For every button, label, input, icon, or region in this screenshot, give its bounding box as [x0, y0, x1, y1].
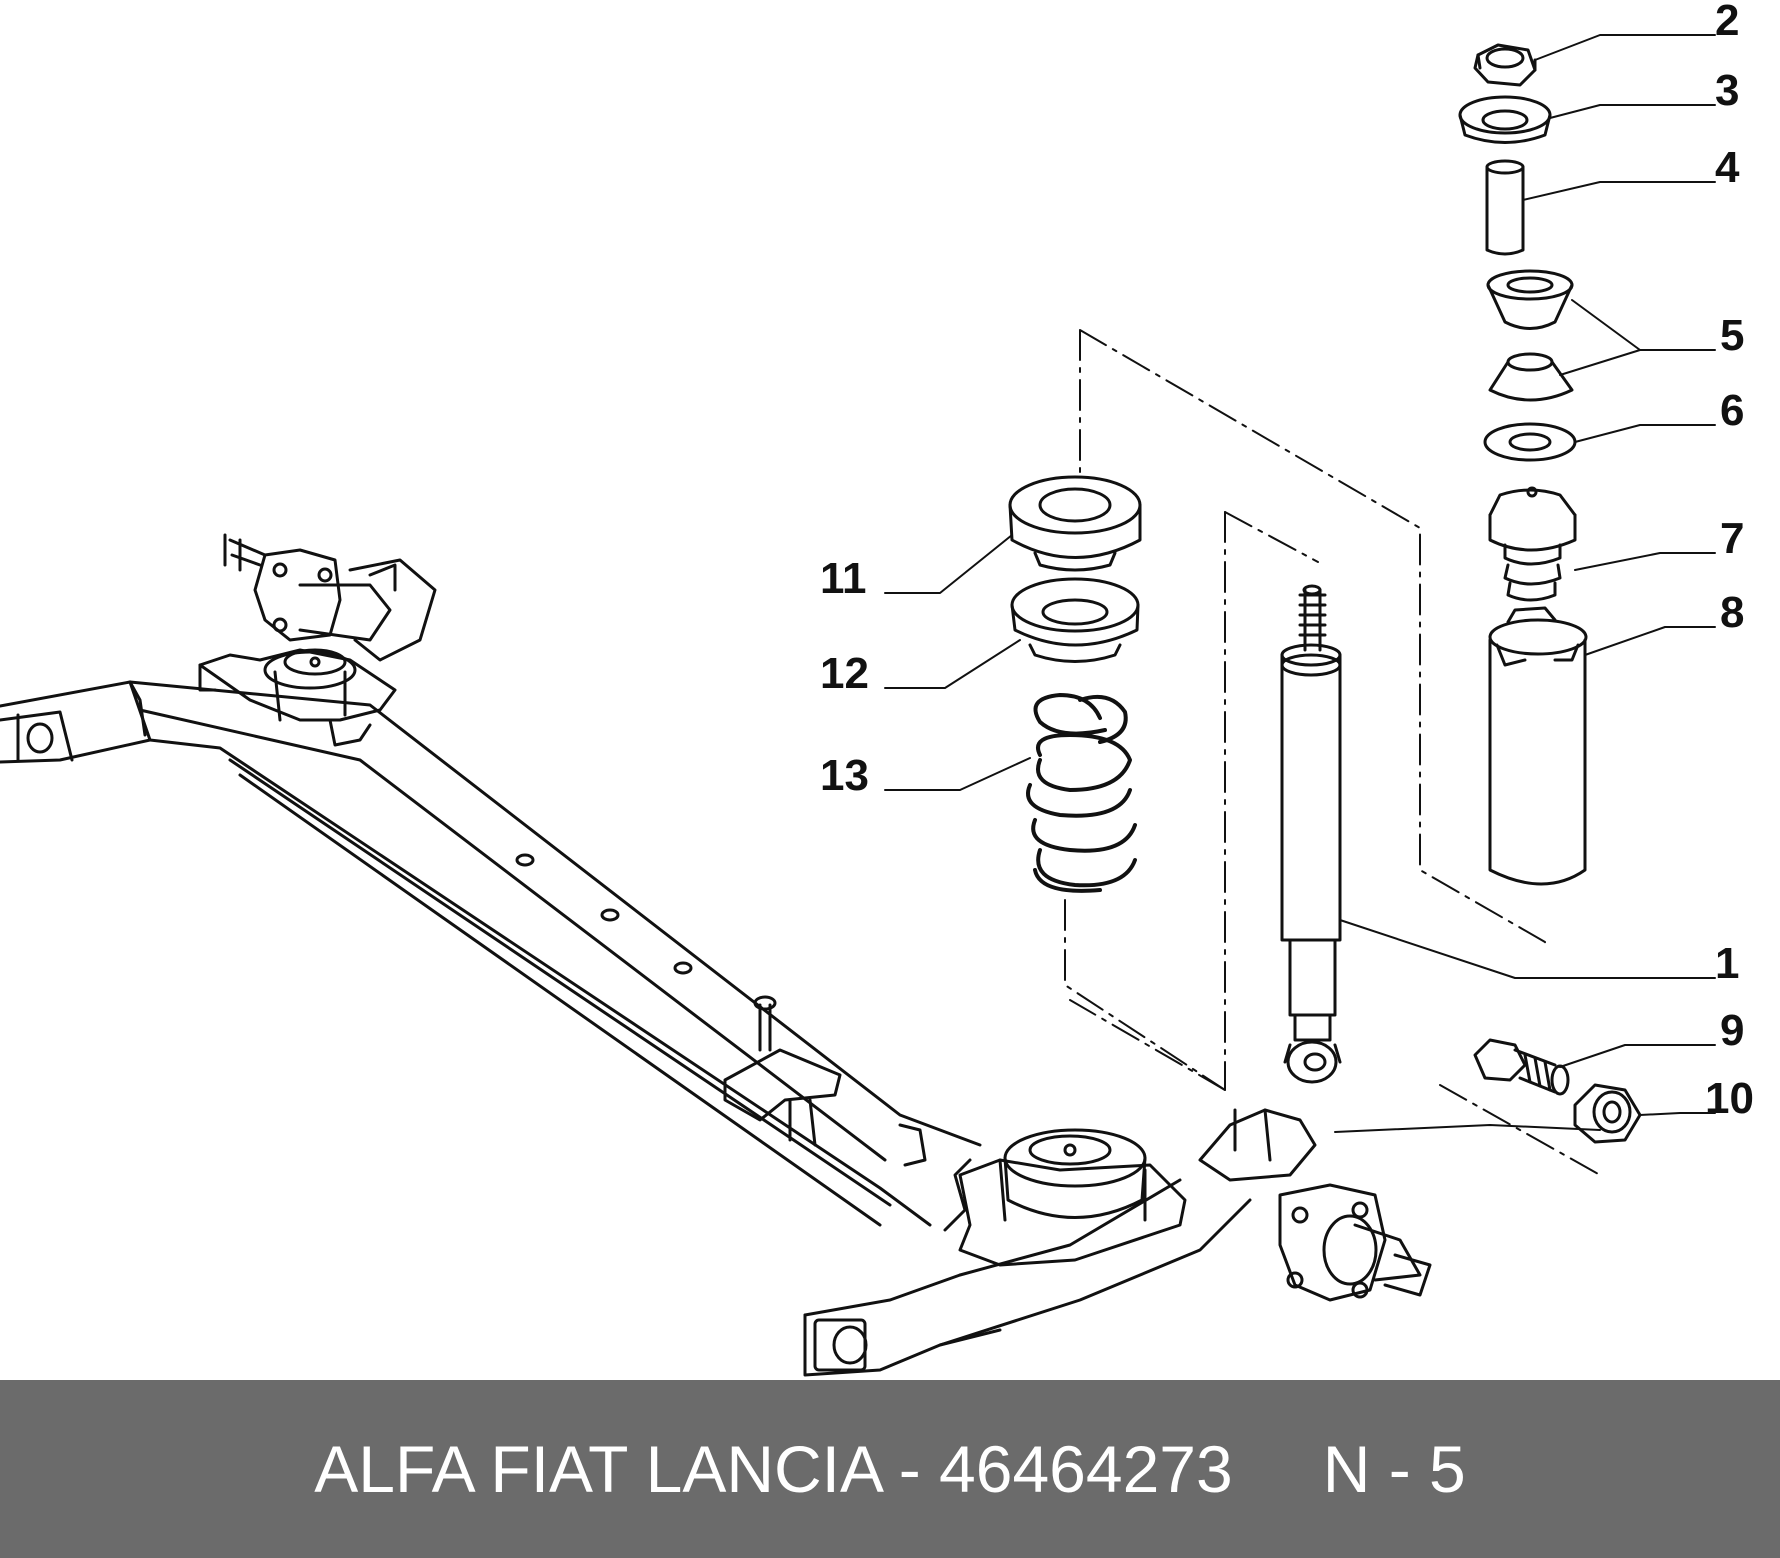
- bump-stop: [1488, 486, 1577, 602]
- part-label-12: 12: [820, 649, 869, 698]
- part-label-9: 9: [1720, 1006, 1744, 1055]
- part-label-5: 5: [1720, 311, 1744, 360]
- rear-axle-beam: [0, 680, 1252, 1377]
- part-label-6: 6: [1720, 386, 1744, 435]
- leader-lines: [884, 34, 1716, 1133]
- left-wheel-hub: [223, 533, 437, 662]
- left-spring-seat: [198, 648, 397, 747]
- diagram-position: N - 5: [1322, 1432, 1466, 1506]
- flat-washer: [1483, 422, 1577, 462]
- coil-spring: [1026, 693, 1137, 893]
- part-label-2: 2: [1715, 0, 1739, 45]
- part-label-7: 7: [1720, 514, 1744, 563]
- part-number-labels: 1 2 3 4 5 6 7 8 9 10 11 12 13: [820, 0, 1754, 1123]
- cup-washer: [1458, 95, 1552, 144]
- mounting-bolt: [1473, 1038, 1570, 1096]
- part-label-3: 3: [1715, 66, 1739, 115]
- part-label-11: 11: [820, 554, 867, 603]
- spring-upper-pad: [1008, 475, 1142, 572]
- part-reference-banner: ALFA FIAT LANCIA - 46464273 N - 5: [0, 1380, 1780, 1558]
- assembly-centerlines: [1064, 329, 1601, 1176]
- rubber-bushing-upper: [1486, 269, 1574, 330]
- right-spring-seat: [898, 1123, 1187, 1267]
- dust-boot: [1488, 606, 1588, 886]
- rubber-bushing-lower: [1488, 352, 1574, 402]
- shock-absorber: [1280, 584, 1342, 1084]
- rear-suspension-exploded-diagram: 1 2 3 4 5 6 7 8 9 10 11 12 13: [0, 0, 1754, 1377]
- spring-lower-seat: [1010, 577, 1140, 663]
- part-label-4: 4: [1715, 143, 1740, 192]
- part-label-10: 10: [1705, 1074, 1754, 1123]
- right-wheel-hub: [1198, 1108, 1432, 1302]
- brand-part-number: ALFA FIAT LANCIA - 46464273: [314, 1432, 1233, 1506]
- spacer-tube: [1485, 159, 1525, 256]
- lock-nut: [1573, 1083, 1642, 1144]
- part-label-13: 13: [820, 751, 869, 800]
- part-label-1: 1: [1715, 939, 1739, 988]
- nut-top: [1473, 43, 1537, 87]
- part-label-8: 8: [1720, 588, 1744, 637]
